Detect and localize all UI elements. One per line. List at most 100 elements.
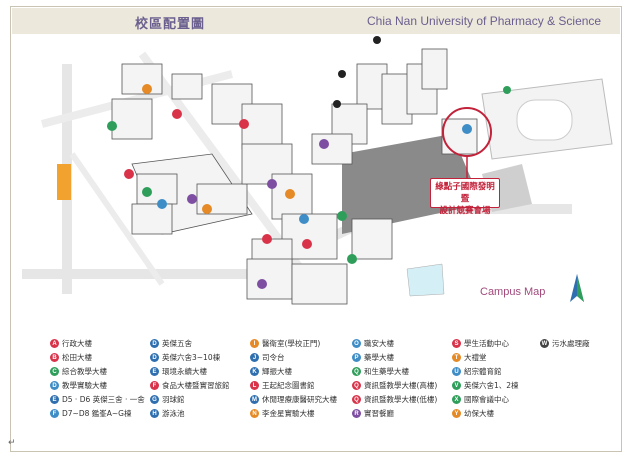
venue-label-line1: 綠點子國際發明暨 — [435, 182, 495, 204]
legend-label: 綜合教學大樓 — [62, 367, 107, 376]
legend-label: 紹宗體育館 — [464, 367, 502, 376]
legend-label: 羽球館 — [162, 395, 185, 404]
legend-label: 王起紀念圖書館 — [262, 381, 315, 390]
legend-label: 環境永續大樓 — [162, 367, 207, 376]
legend-marker-icon: H — [150, 409, 159, 418]
legend-label: 司令台 — [262, 353, 285, 362]
campus-map-caption: Campus Map — [480, 286, 546, 298]
legend-marker-icon: S — [452, 339, 461, 348]
page-title-en: Chia Nan University of Pharmacy & Scienc… — [367, 14, 602, 28]
legend-label: 英傑五舍 — [162, 339, 192, 348]
legend-marker-icon: L — [250, 381, 259, 390]
legend-marker-icon: P — [352, 353, 361, 362]
compass-icon — [570, 274, 584, 302]
legend-label: 教學實驗大樓 — [62, 381, 107, 390]
legend-label: 職安大樓 — [364, 339, 394, 348]
legend-label: 大禮堂 — [464, 353, 487, 362]
legend-label: 學生活動中心 — [464, 339, 509, 348]
legend-marker-icon: E — [50, 395, 59, 404]
legend-label: 英傑六舍1、2棟 — [464, 381, 519, 390]
legend-label: 國際會議中心 — [464, 395, 509, 404]
legend-marker-icon: O — [352, 339, 361, 348]
legend-marker-icon: F — [50, 409, 59, 418]
legend-label: 松田大樓 — [62, 353, 92, 362]
legend-label: 實習餐廳 — [364, 409, 394, 418]
legend-marker-icon: M — [250, 395, 259, 404]
competition-venue-label: 綠點子國際發明暨 設計競賽會場 — [430, 178, 500, 216]
legend-label: 食品大樓暨實習旅館 — [162, 381, 230, 390]
legend-label: 輝振大樓 — [262, 367, 292, 376]
legend-marker-icon: U — [452, 367, 461, 376]
legend-label: 資訊暨教學大樓(低樓) — [364, 395, 438, 404]
legend-marker-icon: Y — [452, 409, 461, 418]
legend-marker-icon: G — [150, 395, 159, 404]
sports-field — [342, 78, 613, 297]
legend-marker-icon: B — [50, 353, 59, 362]
legend-label: 污水處理廠 — [552, 339, 590, 348]
legend-marker-icon: D — [150, 339, 159, 348]
legend-marker-icon: R — [352, 409, 361, 418]
legend-label: 游泳池 — [162, 409, 185, 418]
legend-label: 李金星實驗大樓 — [262, 409, 315, 418]
legend-marker-icon: Q — [352, 367, 361, 376]
legend-marker-icon: V — [452, 381, 461, 390]
legend-marker-icon: C — [50, 367, 59, 376]
legend-marker-icon: T — [452, 353, 461, 362]
legend-marker-icon: I — [250, 339, 259, 348]
legend-marker-icon: D — [50, 381, 59, 390]
legend-label: 幼保大樓 — [464, 409, 494, 418]
return-mark: ↵ — [8, 438, 16, 448]
legend-label: 行政大樓 — [62, 339, 92, 348]
legend-label: 英傑六舍3~10棟 — [162, 353, 221, 362]
legend-marker-icon: Q — [352, 395, 361, 404]
map-pins — [107, 36, 511, 289]
header-bar — [12, 8, 620, 34]
legend-label: 藥學大樓 — [364, 353, 394, 362]
legend-marker-icon: W — [540, 339, 549, 348]
legend-marker-icon: F — [150, 381, 159, 390]
legend-marker-icon: K — [250, 367, 259, 376]
legend-marker-icon: X — [452, 395, 461, 404]
legend-marker-icon: D — [150, 353, 159, 362]
venue-label-line2: 設計競賽會場 — [439, 206, 491, 216]
page-title-zh: 校區配置圖 — [135, 17, 206, 32]
legend-marker-icon: N — [250, 409, 259, 418]
legend-label: 資訊暨教學大樓(高樓) — [364, 381, 438, 390]
campus-map — [22, 36, 613, 305]
legend-label: 醫衛室(學校正門) — [262, 339, 321, 348]
legend-label: D5 · D6 英傑三舍 · 一舍 — [62, 395, 145, 404]
main-gate-marker — [57, 164, 71, 200]
legend-marker-icon: A — [50, 339, 59, 348]
legend-marker-icon: Q — [352, 381, 361, 390]
legend-marker-icon: E — [150, 367, 159, 376]
